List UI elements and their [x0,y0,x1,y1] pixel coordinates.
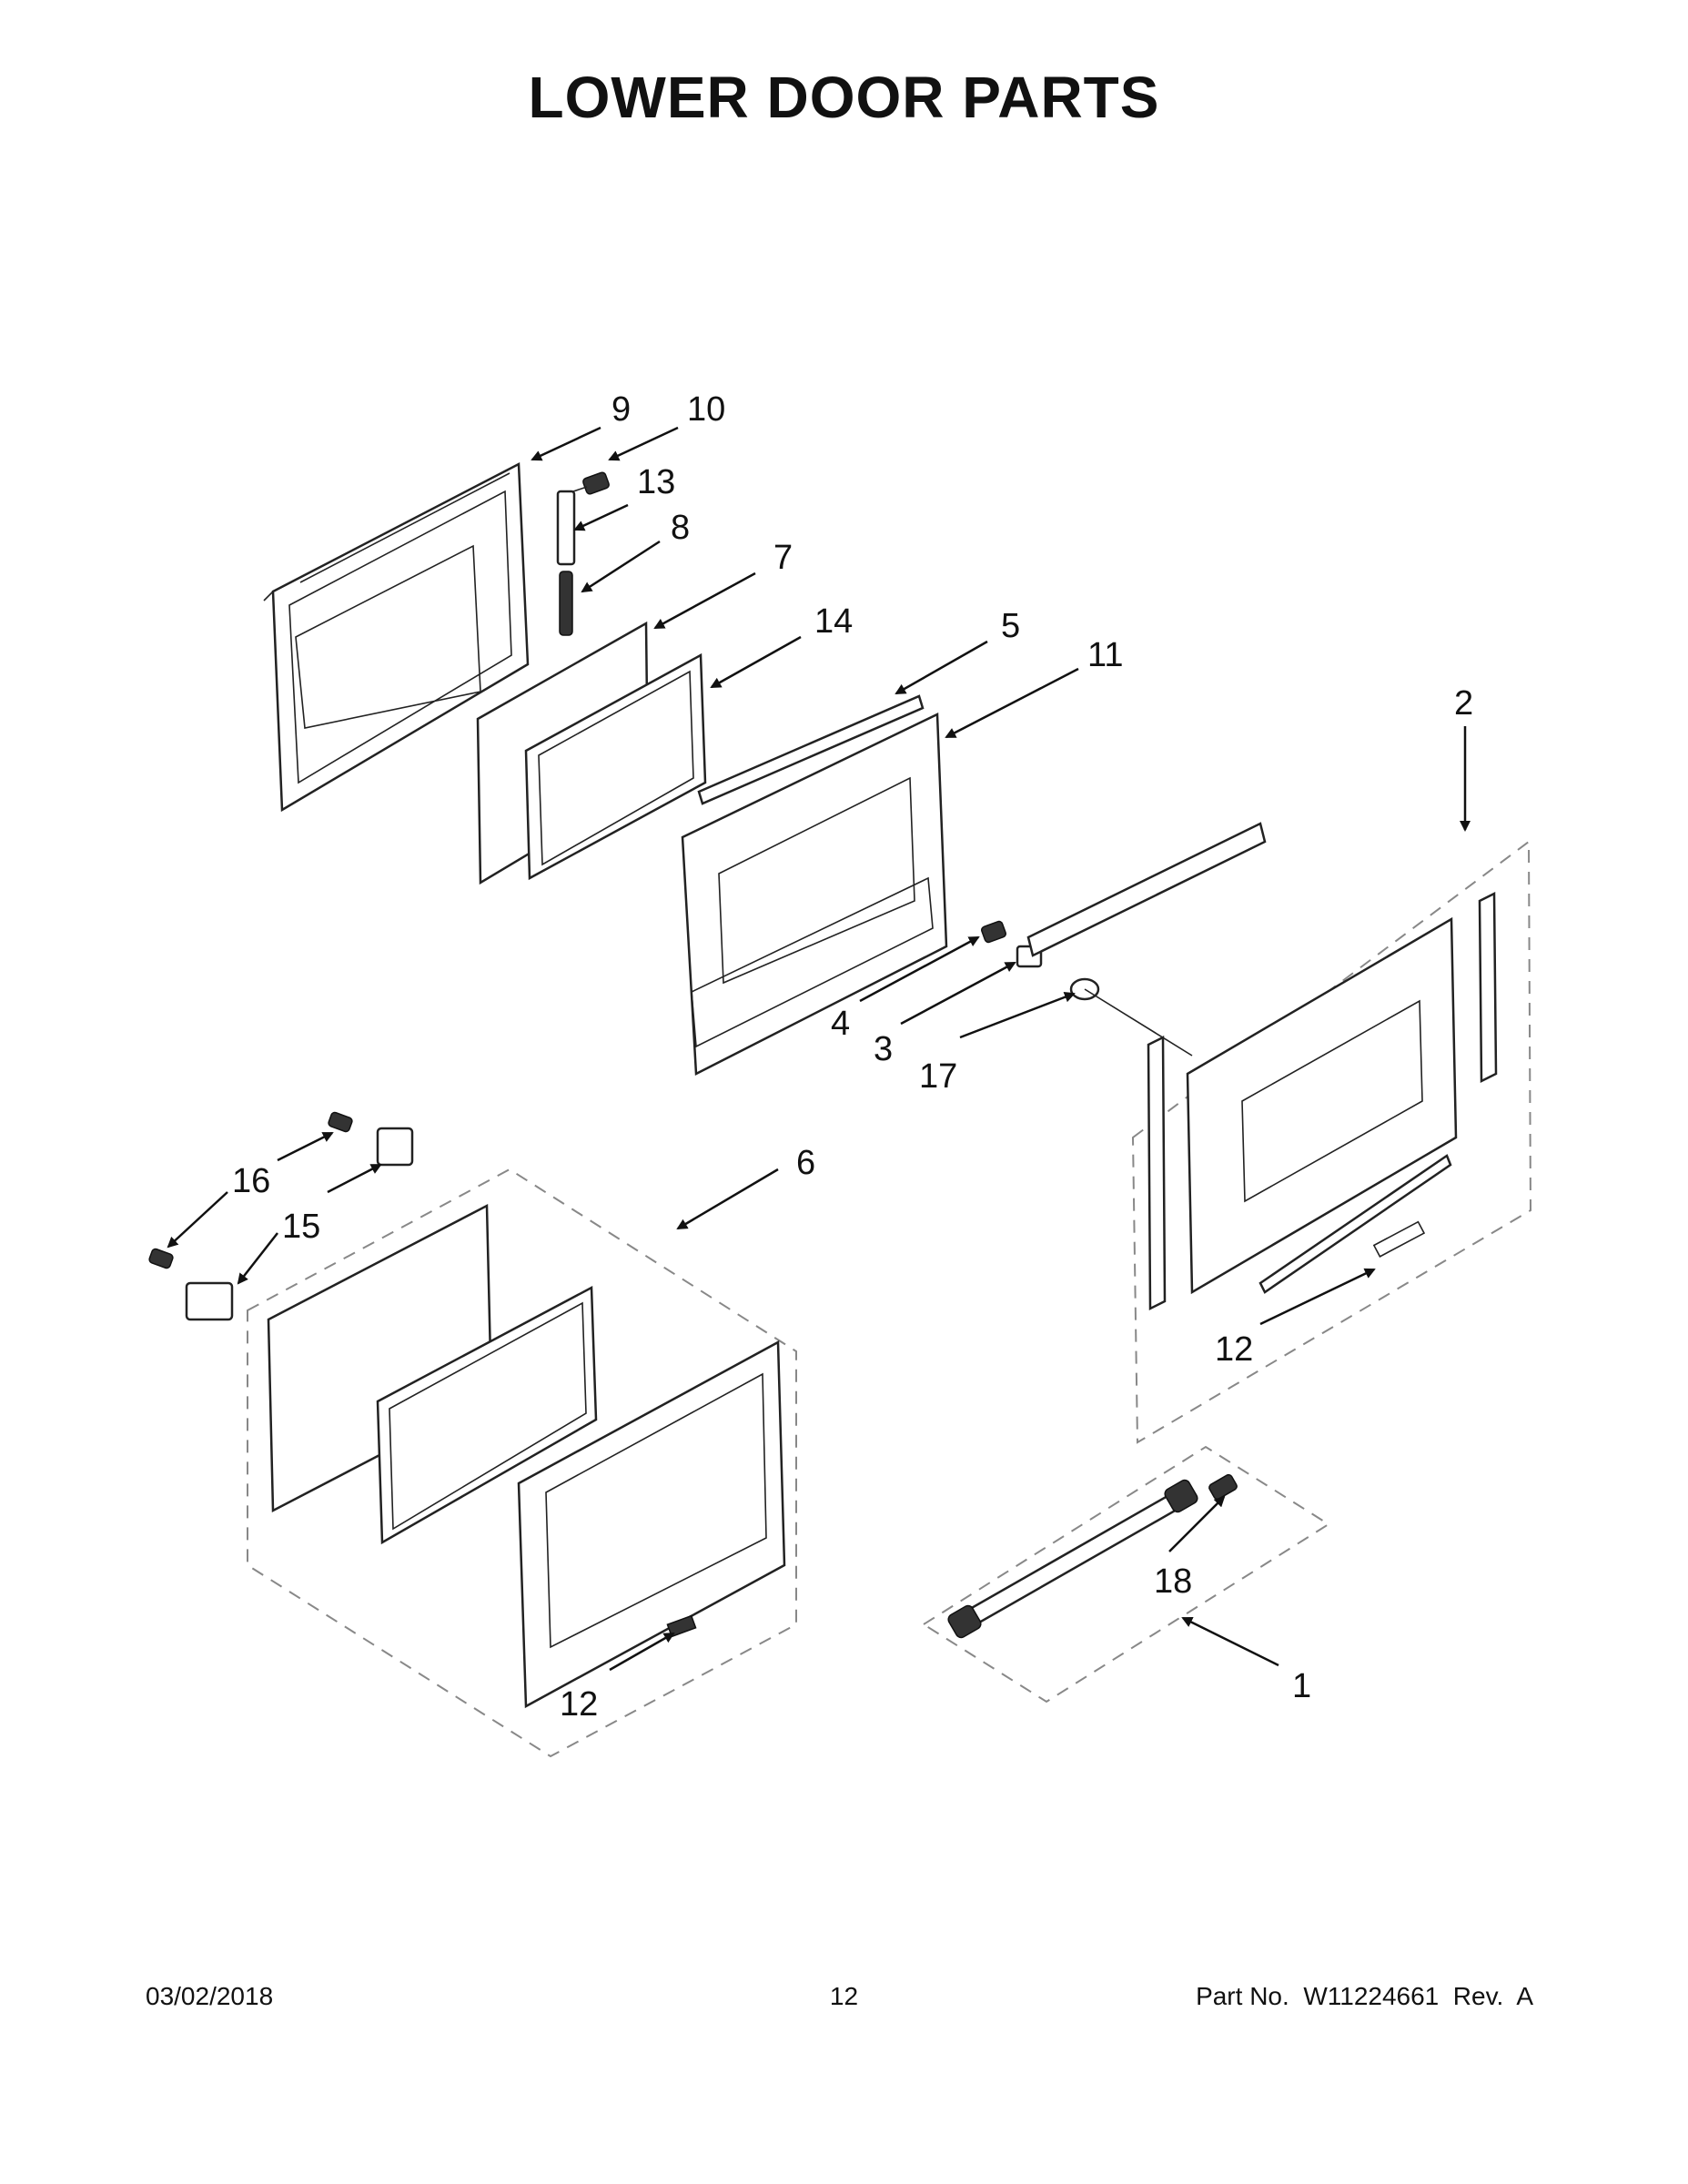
rod-assembly [1026,822,1267,957]
callout-18: 18 [1154,1562,1192,1601]
part-9-door-liner [263,461,530,813]
callout-16: 16 [232,1162,270,1200]
footer-page-number: 12 [829,1982,859,2010]
callout-4: 4 [831,1005,850,1043]
part-6-inner-door [247,1168,797,1758]
callout-3: 3 [874,1030,893,1068]
page-title: LOWER DOOR PARTS [528,65,1160,130]
part-2-outer-door [1131,840,1532,1444]
callout-6: 6 [796,1144,815,1182]
part-13-bracket [556,490,576,566]
callout-14: 14 [814,602,853,641]
part-16-screw-lower [148,1248,174,1269]
callout-17: 17 [919,1057,957,1096]
callout-11: 11 [1087,636,1123,674]
part-8-hinge [559,571,573,636]
callout-13: 13 [637,463,675,501]
part-11-door-frame [681,713,948,1076]
callout-1: 1 [1292,1667,1311,1705]
part-15-receptacle-lower [185,1281,234,1321]
part-17-washer [1069,977,1193,1057]
callout-2: 2 [1454,684,1473,723]
callout-12-outer: 12 [1215,1330,1253,1369]
callout-9: 9 [612,390,631,429]
part-10-screw [572,471,610,495]
callout-7: 7 [773,539,793,577]
callout-12-inner: 12 [560,1685,598,1724]
callout-8: 8 [671,509,690,547]
part-15-receptacle-upper [376,1127,414,1167]
callout-5: 5 [1001,607,1020,645]
part-16-screw-upper [328,1111,353,1133]
callout-10: 10 [687,390,725,429]
callout-15: 15 [282,1208,320,1246]
part-1-handle [922,1445,1330,1704]
part-5-bar [697,694,925,805]
footer-date: 03/02/2018 [146,1982,274,2010]
footer-part-number: Part No. W11224661 Rev. A [1196,1982,1533,2010]
part-4-screw [981,920,1006,944]
part-18-screw [1208,1473,1238,1501]
leader-lines [167,426,1471,1672]
part-14-gasket [524,652,707,881]
